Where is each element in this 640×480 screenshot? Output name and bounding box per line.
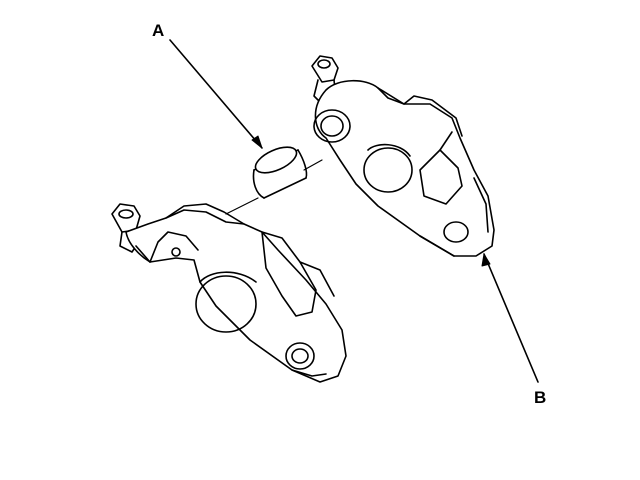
center-line	[225, 159, 323, 215]
callout-label-a: A	[152, 21, 165, 40]
callout-label-b: B	[534, 388, 547, 407]
leader-line-a	[169, 39, 263, 149]
bushing-sleeve	[252, 146, 308, 200]
rocker-arm-right	[311, 55, 495, 257]
rocker-arm-left	[111, 203, 347, 383]
leader-line-b	[481, 253, 539, 383]
